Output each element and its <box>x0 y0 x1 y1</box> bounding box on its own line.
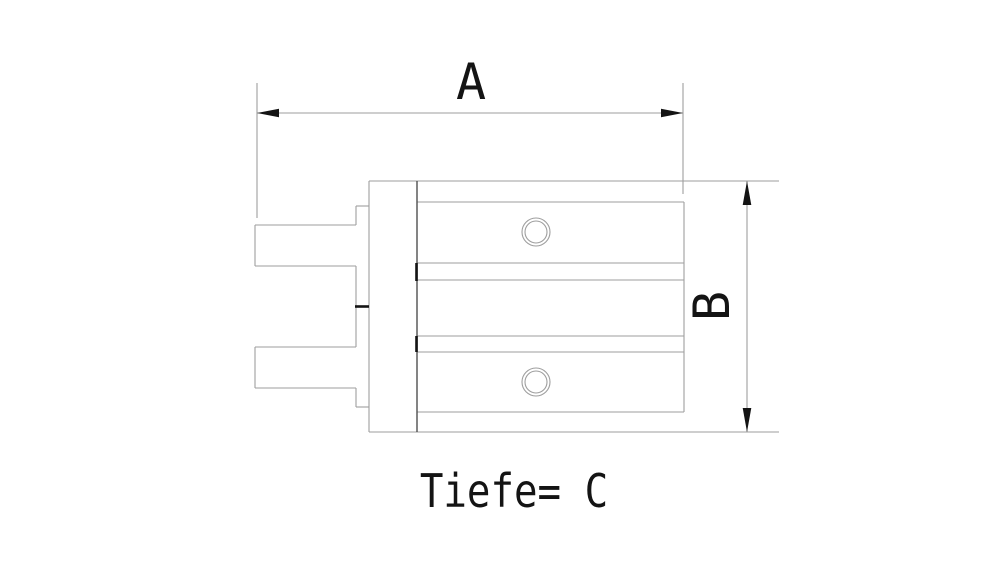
arrow-up-icon <box>742 181 752 205</box>
part-outline-lines <box>254 83 779 433</box>
gripper-finger-top <box>254 224 356 267</box>
bore-hole-top-outer <box>521 217 551 247</box>
bore-hole-bottom-outer <box>521 367 551 397</box>
thick-edge-group <box>355 263 418 352</box>
dimension-label-b: B <box>683 290 741 322</box>
gripper-finger-bottom <box>254 346 356 389</box>
arrow-down-icon <box>742 408 752 432</box>
dimension-arrowheads <box>257 108 752 432</box>
arrow-right-icon <box>661 108 683 118</box>
depth-note-label: Tiefe= C <box>419 464 609 518</box>
dimension-label-a: A <box>455 53 487 111</box>
arrow-left-icon <box>257 108 279 118</box>
bore-hole-bottom-inner <box>524 370 548 394</box>
bore-hole-top-inner <box>524 220 548 244</box>
